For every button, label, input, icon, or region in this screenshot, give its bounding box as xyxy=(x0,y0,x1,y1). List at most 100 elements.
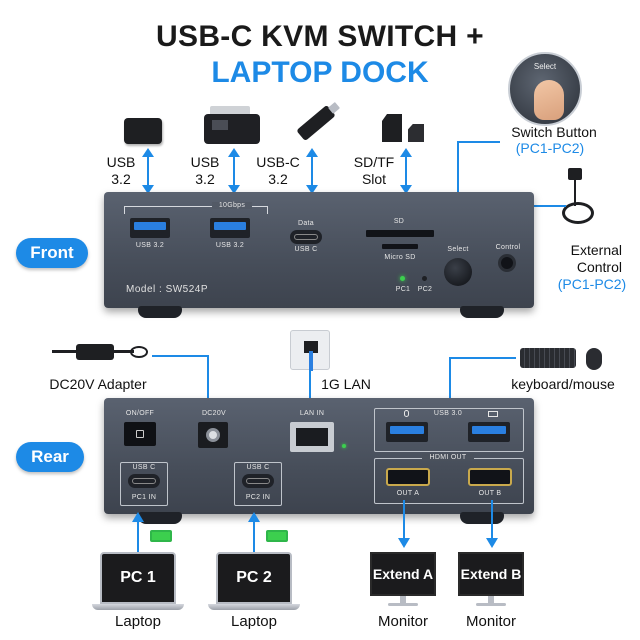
monitor1-label: Monitor xyxy=(377,613,429,630)
usb-3-2-port-1[interactable] xyxy=(130,218,170,238)
sd-slot[interactable] xyxy=(366,230,434,237)
lan-port[interactable] xyxy=(290,422,334,452)
control-label: Control xyxy=(495,244,521,251)
sd-tf-slot-label: SD/TF Slot xyxy=(353,154,395,187)
front-panel: 10Gbps USB 3.2 USB 3.2 Data USB C SD Mic… xyxy=(104,192,534,308)
hdmi-out-b-port[interactable] xyxy=(468,468,512,486)
hdmi-out-a-port[interactable] xyxy=(386,468,430,486)
pc1-led-label: PC1 xyxy=(395,286,411,293)
usb-c-pc1-in-port[interactable] xyxy=(128,474,160,488)
select-button[interactable] xyxy=(444,258,472,286)
usb-c-pc2-in-port[interactable] xyxy=(242,474,274,488)
pc2-led xyxy=(422,276,427,281)
usb30-port-mouse[interactable] xyxy=(386,422,428,442)
usb30-group xyxy=(374,408,524,452)
lan-wall-plate-icon xyxy=(290,330,330,371)
monitor2-arrow xyxy=(486,500,498,548)
usb-3-2-label-2: USB 3.2 xyxy=(190,154,220,187)
external-control-cable-icon xyxy=(560,168,600,238)
select-button-closeup-label: Select xyxy=(533,62,557,71)
usb2-arrow xyxy=(228,148,240,194)
pc1-led xyxy=(400,276,405,281)
laptop2-screen: PC 2 xyxy=(216,552,292,604)
speed-bracket xyxy=(124,206,268,214)
speed-label: 10Gbps xyxy=(212,202,252,209)
micro-sd-label: Micro SD xyxy=(384,254,416,261)
usb-3-2-label-1: USB 3.2 xyxy=(106,154,136,187)
dc20v-adapter-label: DC20V Adapter xyxy=(49,376,147,392)
mouse-port-icon xyxy=(404,410,409,417)
usb-3-2-port-1-label: USB 3.2 xyxy=(135,242,165,249)
micro-sd-slot[interactable] xyxy=(382,244,418,249)
charging-battery-icon-2 xyxy=(266,530,288,542)
usb-3-2-port-2[interactable] xyxy=(210,218,250,238)
lan-led xyxy=(342,444,346,448)
laptop1-arrow xyxy=(132,512,144,552)
data-label: Data xyxy=(298,220,314,227)
pc2-in-group xyxy=(234,462,282,506)
monitor1-screen-text: Extend A xyxy=(372,566,434,582)
usb-c-port-front-label: USB C xyxy=(294,246,318,253)
laptop1-base xyxy=(92,604,184,610)
laptop2-screen-text: PC 2 xyxy=(236,569,272,586)
monitor2-base xyxy=(476,603,506,606)
charging-battery-icon-1 xyxy=(150,530,172,542)
usbc-pc1-label: USB C xyxy=(132,464,156,471)
printer-icon xyxy=(204,106,260,146)
monitor2-screen-text: Extend B xyxy=(460,566,522,582)
micro-sd-card-icon xyxy=(408,124,424,142)
sd-arrow xyxy=(400,148,412,194)
lan-label: 1G LAN xyxy=(321,376,371,392)
out-a-label: OUT A xyxy=(396,490,420,497)
monitor1-screen: Extend A xyxy=(370,552,436,596)
external-control-sub: (PC1-PC2) xyxy=(557,276,627,292)
power-switch[interactable] xyxy=(124,422,156,446)
usbc-arrow xyxy=(306,148,318,194)
monitor2-label: Monitor xyxy=(465,613,517,630)
dc-power-jack[interactable] xyxy=(198,422,228,448)
switch-button-sub: (PC1-PC2) xyxy=(515,140,585,156)
monitor1-stand xyxy=(400,596,406,604)
laptop1-screen-text: PC 1 xyxy=(120,569,156,586)
title-line-1: USB-C KVM SWITCH + xyxy=(156,20,484,53)
external-control-label: External Control xyxy=(570,242,622,275)
front-foot-right xyxy=(460,306,504,318)
monitor2-stand xyxy=(488,596,494,604)
usb-c-3-2-label: USB-C 3.2 xyxy=(256,154,300,187)
laptop2-base xyxy=(208,604,300,610)
mouse-icon xyxy=(586,348,602,370)
pc2-in-label: PC2 IN xyxy=(245,494,271,501)
onoff-label: ON/OFF xyxy=(125,410,155,417)
pc1-in-group xyxy=(120,462,168,506)
laptop2-label: Laptop xyxy=(231,613,277,630)
laptop1-screen: PC 1 xyxy=(100,552,176,604)
usb-c-stick-icon xyxy=(296,101,341,142)
usb30-port-keyboard[interactable] xyxy=(468,422,510,442)
power-adapter-icon xyxy=(52,342,148,366)
pc1-in-label: PC1 IN xyxy=(131,494,157,501)
monitor1-base xyxy=(388,603,418,606)
keyboard-mouse-label: keyboard/mouse xyxy=(511,376,615,392)
laptop2-arrow xyxy=(248,512,260,552)
pc2-led-label: PC2 xyxy=(417,286,433,293)
monitor1-arrow xyxy=(398,500,410,548)
usb30-label: USB 3.0 xyxy=(433,410,463,417)
usb-3-2-port-2-label: USB 3.2 xyxy=(215,242,245,249)
usb1-arrow xyxy=(142,148,154,194)
laptop1-label: Laptop xyxy=(115,613,161,630)
sd-label: SD xyxy=(393,218,405,225)
out-b-label: OUT B xyxy=(478,490,502,497)
sd-card-icon xyxy=(382,114,402,142)
rear-foot-left xyxy=(138,512,182,524)
control-jack[interactable] xyxy=(498,254,516,272)
front-foot-left xyxy=(138,306,182,318)
finger-icon xyxy=(534,80,564,120)
usb-c-port-front[interactable] xyxy=(290,230,322,244)
hdmi-out-label: HDMI OUT xyxy=(422,454,474,461)
switch-button-label: Switch Button xyxy=(511,124,597,140)
monitor2-screen: Extend B xyxy=(458,552,524,596)
title-line-2: LAPTOP DOCK xyxy=(211,56,429,89)
lan-in-label: LAN IN xyxy=(299,410,325,417)
select-button-closeup: Select xyxy=(508,52,582,126)
keyboard-icon xyxy=(520,348,576,368)
